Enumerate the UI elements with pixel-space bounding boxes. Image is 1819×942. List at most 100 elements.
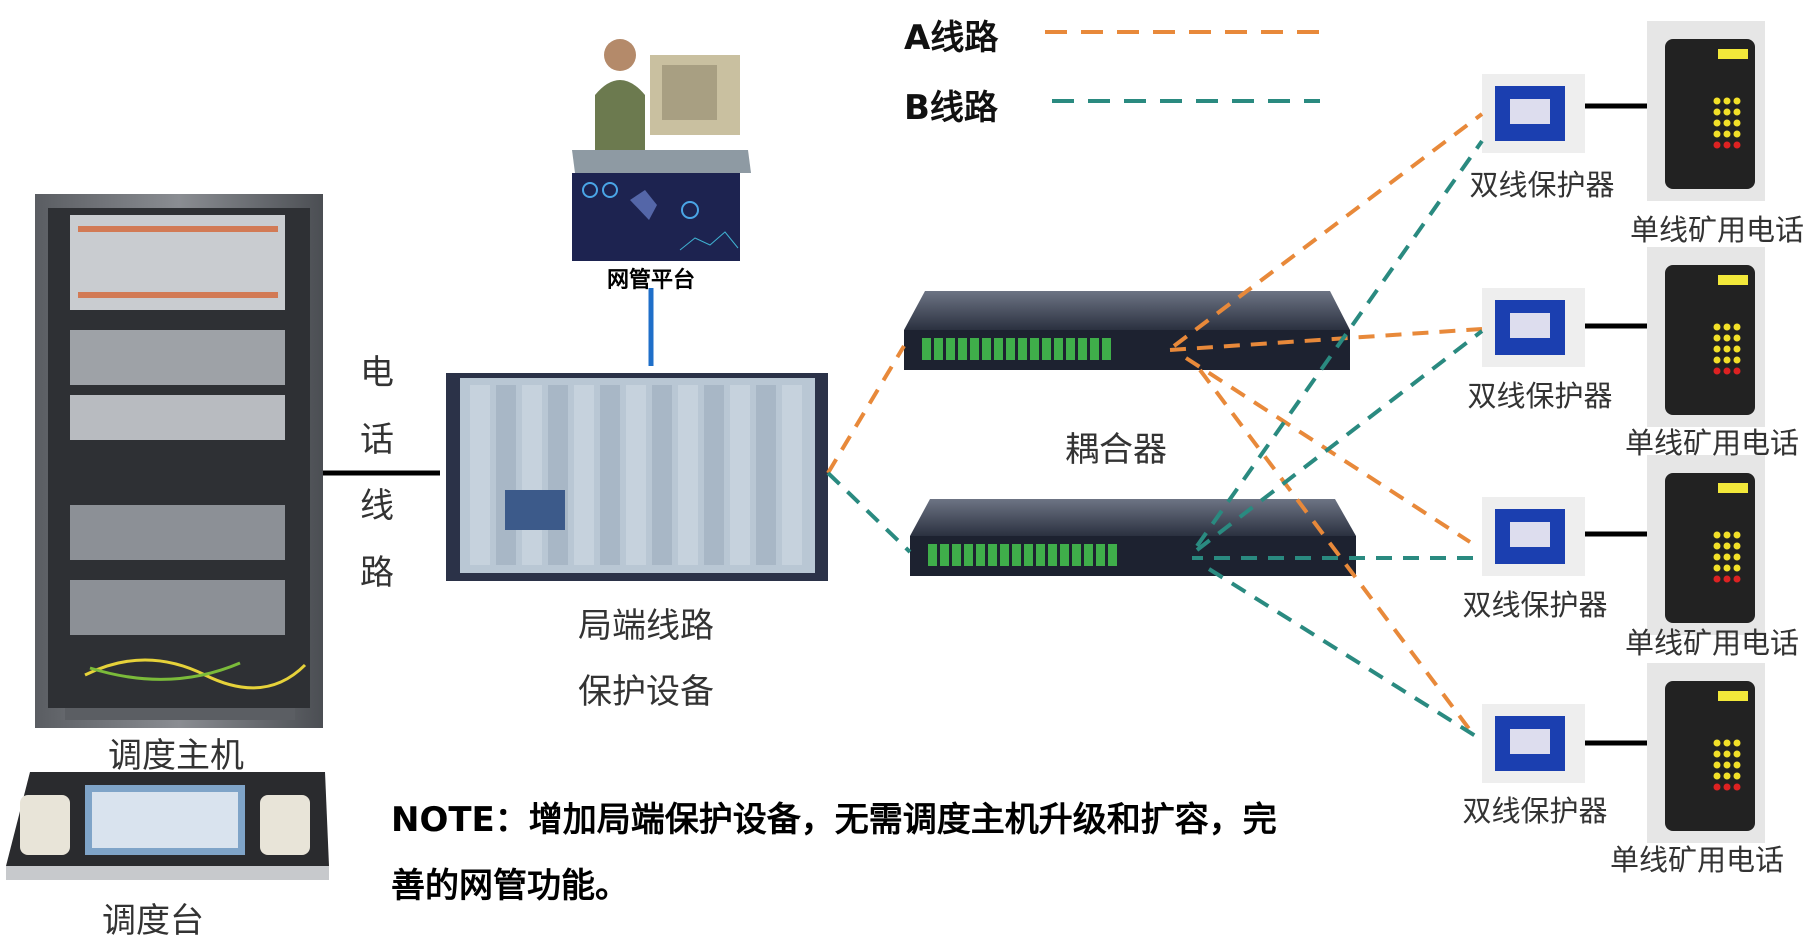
terminal-block <box>928 544 937 566</box>
b-line-route <box>826 471 912 554</box>
protector-label: 双线保护器 <box>1462 588 1608 622</box>
phone-label: 单线矿用电话 <box>1629 213 1805 247</box>
dispatch-console-label: 调度台 <box>102 901 204 941</box>
terminal-block <box>994 338 1003 360</box>
phone-key <box>1723 367 1731 375</box>
phone-key <box>1723 345 1731 353</box>
phone-key <box>1733 739 1741 747</box>
terminal-block <box>1066 338 1075 360</box>
mine-phone-body <box>1665 39 1755 189</box>
phone-key <box>1723 575 1731 583</box>
terminal-block <box>988 544 997 566</box>
coupler-device-1-image <box>904 291 1350 370</box>
terminal-block <box>958 338 967 360</box>
card-slot <box>704 385 724 565</box>
phone-key <box>1723 97 1731 105</box>
phone-key <box>1713 575 1721 583</box>
terminal-block <box>1042 338 1051 360</box>
terminal-block <box>1006 338 1015 360</box>
phone-key <box>1733 772 1741 780</box>
card-slot <box>626 385 646 565</box>
phone-key <box>1733 97 1741 105</box>
terminal-block <box>1000 544 1009 566</box>
a-line-route <box>1172 112 1484 348</box>
phone-key <box>1713 323 1721 331</box>
card-slot <box>574 385 594 565</box>
terminal-block <box>940 544 949 566</box>
protector-plate <box>1510 522 1550 547</box>
terminal-block <box>1018 338 1027 360</box>
phone-label: 单线矿用电话 <box>1624 426 1800 460</box>
phone-key <box>1713 739 1721 747</box>
terminal-block <box>1084 544 1093 566</box>
phone-key <box>1733 334 1741 342</box>
phone-display <box>1718 275 1748 285</box>
terminal-block <box>934 338 943 360</box>
terminal-block <box>1024 544 1033 566</box>
terminal-block <box>1036 544 1045 566</box>
phone-display <box>1718 691 1748 701</box>
phone-key <box>1723 141 1731 149</box>
b-line-route <box>1195 139 1484 548</box>
phone-key <box>1713 334 1721 342</box>
card-slot <box>548 385 568 565</box>
phone-key <box>1713 750 1721 758</box>
phone-key <box>1733 345 1741 353</box>
phone-key <box>1713 130 1721 138</box>
phone-key <box>1713 783 1721 791</box>
phone-key <box>1733 553 1741 561</box>
phone-key <box>1723 553 1731 561</box>
phone-key <box>1733 761 1741 769</box>
phone-key <box>1723 531 1731 539</box>
phone-key <box>1733 783 1741 791</box>
terminal-block <box>1090 338 1099 360</box>
phone-key <box>1723 108 1731 116</box>
terminal-block <box>1108 544 1117 566</box>
terminal-block <box>1102 338 1111 360</box>
card-slot <box>730 385 750 565</box>
card-slot <box>756 385 776 565</box>
phone-key <box>1713 345 1721 353</box>
terminal-block <box>1072 544 1081 566</box>
terminal-block <box>976 544 985 566</box>
phone-key <box>1733 141 1741 149</box>
terminal-block <box>922 338 931 360</box>
protector-plate <box>1510 729 1550 754</box>
phone-key <box>1733 108 1741 116</box>
terminal-block <box>1048 544 1057 566</box>
protection-device-label-line2: 保护设备 <box>578 672 714 712</box>
phone-key <box>1733 119 1741 127</box>
protector-label: 双线保护器 <box>1462 794 1608 828</box>
terminal-block <box>1030 338 1039 360</box>
phone-key <box>1723 761 1731 769</box>
phone-key <box>1733 750 1741 758</box>
card-slot <box>496 385 516 565</box>
phone-key <box>1713 367 1721 375</box>
protector-plate <box>1510 313 1550 338</box>
card-slot <box>782 385 802 565</box>
mine-phone-body <box>1665 265 1755 415</box>
phone-key <box>1733 531 1741 539</box>
terminal-block <box>952 544 961 566</box>
coupler-label: 耦合器 <box>1065 430 1167 470</box>
phone-key <box>1733 542 1741 550</box>
phone-key <box>1733 367 1741 375</box>
b-line-route <box>1207 567 1484 742</box>
phone-key <box>1713 553 1721 561</box>
operator-workstation-image <box>572 39 751 173</box>
protector-label: 双线保护器 <box>1467 379 1613 413</box>
phone-key <box>1713 108 1721 116</box>
phone-key <box>1723 542 1731 550</box>
phone-key <box>1723 783 1731 791</box>
dispatch-console-image <box>6 772 329 880</box>
phone-key <box>1723 356 1731 364</box>
card-slot <box>522 385 542 565</box>
protection-device-label-line1: 局端线路 <box>578 606 714 646</box>
phone-key <box>1723 119 1731 127</box>
phone-key <box>1713 531 1721 539</box>
phone-key <box>1723 739 1731 747</box>
phone-display <box>1718 49 1748 59</box>
phone-key <box>1733 564 1741 572</box>
phone-key <box>1733 356 1741 364</box>
